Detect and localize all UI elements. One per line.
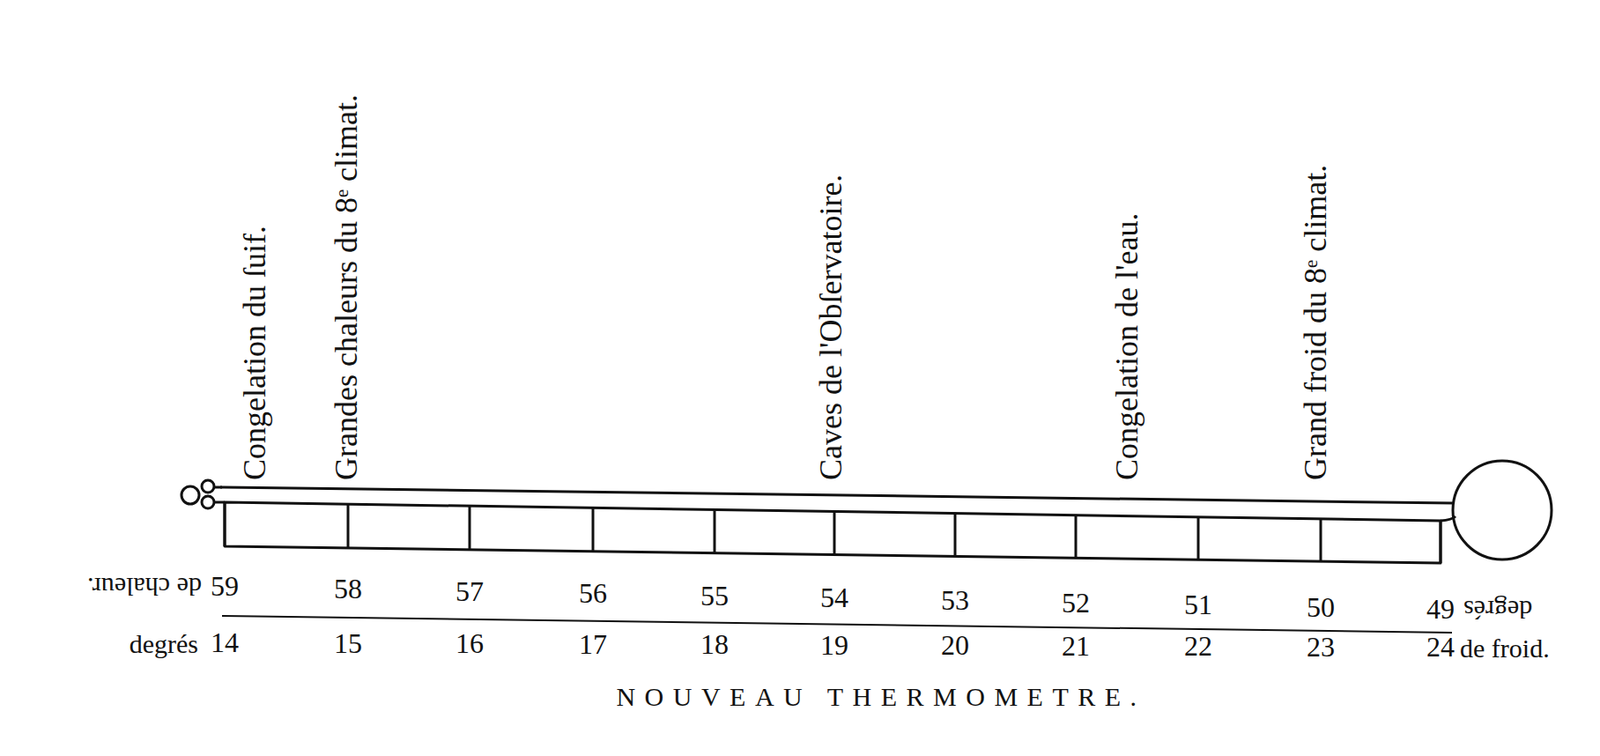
heat-degree: 51 xyxy=(1184,589,1213,621)
tube-knob xyxy=(201,480,215,493)
scale-word: degrés xyxy=(129,629,199,659)
reference-label: Congelation du ſuif. xyxy=(237,225,274,481)
scale-frame xyxy=(224,502,1441,563)
heat-degree: 49 xyxy=(1426,593,1455,625)
scale-word: de froid. xyxy=(1459,633,1550,663)
heat-degree: 59 xyxy=(210,570,239,602)
scale-word: de chaleur. xyxy=(87,572,202,602)
cold-degree: 14 xyxy=(210,627,239,659)
heat-degree: 58 xyxy=(333,573,363,605)
tube-outline xyxy=(220,487,1454,504)
scale-tick xyxy=(1197,517,1200,560)
heat-degree: 52 xyxy=(1061,587,1090,619)
scale-tick xyxy=(592,507,595,551)
cold-degree: 24 xyxy=(1426,631,1455,663)
scale-tick xyxy=(347,503,350,549)
heat-degree: 50 xyxy=(1306,592,1335,623)
reference-label: Caves de l'Obſervatoire. xyxy=(814,174,850,481)
cold-degree: 15 xyxy=(333,628,363,660)
heat-degree: 56 xyxy=(578,577,608,609)
scale-tick xyxy=(954,513,957,557)
heat-degree: 57 xyxy=(455,576,484,608)
heat-degree: 54 xyxy=(820,582,849,614)
scale-tick xyxy=(1319,518,1323,562)
cold-degree: 16 xyxy=(455,628,484,660)
scale-tick xyxy=(833,511,837,556)
figure-caption: NOUVEAU THERMOMETRE. xyxy=(615,681,1146,712)
scale-tick xyxy=(223,502,227,547)
scale-tick xyxy=(1074,515,1078,559)
reference-label: Congelation de l'eau. xyxy=(1110,213,1146,481)
cold-degree: 21 xyxy=(1061,630,1090,662)
cold-degree: 18 xyxy=(700,629,729,660)
tube-knob xyxy=(201,496,215,509)
reference-label: Grandes chaleurs du 8ᵉ climat. xyxy=(329,94,365,481)
scale-tick xyxy=(468,505,472,550)
cold-degree: 22 xyxy=(1184,630,1213,662)
cold-degree: 17 xyxy=(578,629,608,660)
scale-word: degrés xyxy=(1463,595,1533,625)
scale-tick xyxy=(1439,520,1443,563)
scale-tick xyxy=(713,509,717,553)
cold-degree: 23 xyxy=(1306,631,1335,663)
heat-degree: 53 xyxy=(940,585,970,616)
heat-degree: 55 xyxy=(700,580,729,612)
tube-knob xyxy=(181,486,200,504)
tube-knob xyxy=(214,487,225,503)
thermometer-bulb xyxy=(1452,460,1552,560)
reference-label: Grand froid du 8ᵉ climat. xyxy=(1298,164,1334,481)
cold-degree: 19 xyxy=(820,629,849,661)
cold-degree: 20 xyxy=(940,629,970,661)
